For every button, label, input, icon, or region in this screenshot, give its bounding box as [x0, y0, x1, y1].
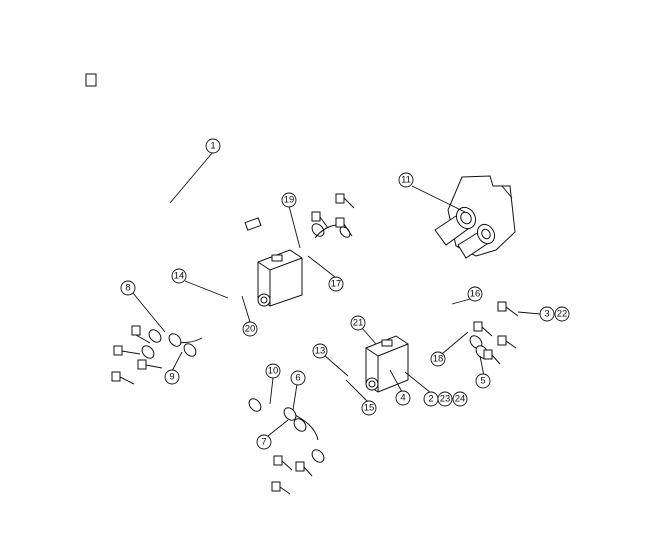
leader-lines: [132, 151, 541, 437]
callout-10: 10: [265, 363, 281, 379]
svg-text:13: 13: [315, 346, 326, 357]
svg-text:9: 9: [169, 372, 174, 383]
svg-text:8: 8: [125, 283, 130, 294]
callout-18: 18: [430, 351, 446, 367]
svg-text:6: 6: [295, 373, 300, 384]
upper-manifold-assembly: [111, 193, 355, 385]
bolt: [335, 217, 353, 237]
svg-text:18: 18: [433, 354, 444, 365]
callout-5: 5: [475, 373, 491, 389]
svg-text:10: 10: [268, 366, 279, 377]
svg-text:23: 23: [440, 394, 451, 405]
svg-text:11: 11: [401, 175, 411, 186]
bolt: [131, 325, 151, 344]
bolt: [271, 481, 291, 495]
bolt: [113, 345, 141, 356]
bolt: [483, 349, 501, 365]
callout-8: 8: [120, 280, 136, 296]
bolt: [273, 455, 293, 471]
svg-text:1: 1: [210, 141, 215, 152]
svg-text:21: 21: [353, 318, 364, 329]
svg-text:20: 20: [245, 324, 256, 335]
callout-7: 7: [256, 434, 272, 450]
callout-4: 4: [395, 390, 411, 406]
svg-text:15: 15: [364, 403, 375, 414]
detail-view: [434, 175, 516, 259]
callout-15: 15: [361, 400, 377, 416]
callout-22: 22: [554, 306, 570, 322]
callout-2: 2: [423, 391, 439, 407]
callout-6: 6: [290, 370, 306, 386]
callout-14: 14: [171, 268, 187, 284]
svg-text:16: 16: [470, 289, 481, 300]
callout-3: 3: [539, 306, 555, 322]
svg-text:3: 3: [544, 309, 549, 320]
bolt: [137, 359, 163, 370]
lower-manifold-assembly: [248, 298, 519, 495]
cable-connector-top: [85, 73, 97, 87]
bolt: [497, 301, 519, 317]
svg-text:4: 4: [400, 393, 405, 404]
callout-16: 16: [467, 286, 483, 302]
bolt: [295, 461, 313, 477]
svg-text:17: 17: [331, 279, 342, 290]
callout-21: 21: [350, 315, 366, 331]
cable-connector-end: [244, 217, 262, 231]
svg-text:2: 2: [428, 394, 433, 405]
svg-text:24: 24: [455, 394, 466, 405]
bolt: [335, 193, 355, 209]
svg-text:22: 22: [557, 309, 568, 320]
bolt: [111, 371, 135, 385]
callout-13: 13: [312, 343, 328, 359]
svg-text:5: 5: [480, 376, 485, 387]
svg-text:19: 19: [284, 195, 295, 206]
callout-24: 24: [452, 391, 468, 407]
bolt: [473, 321, 493, 337]
cable-part: [85, 73, 262, 231]
svg-text:14: 14: [174, 271, 185, 282]
bolt: [497, 335, 517, 349]
bolt: [311, 211, 329, 229]
callout-19: 19: [281, 192, 297, 208]
callout-11: 11: [398, 172, 414, 188]
callout-9: 9: [164, 369, 180, 385]
svg-text:7: 7: [261, 437, 266, 448]
callout-17: 17: [328, 276, 344, 292]
callout-20: 20: [242, 321, 258, 337]
callout-23: 23: [437, 391, 453, 407]
callout-1: 1: [205, 138, 221, 154]
